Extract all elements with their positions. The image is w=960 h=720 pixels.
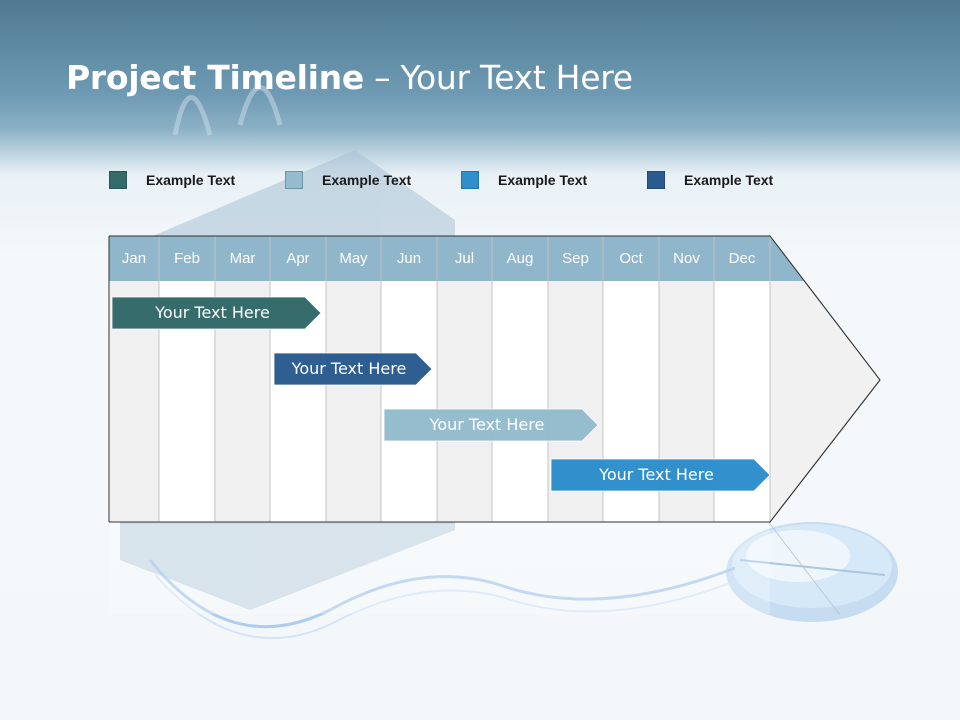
month-header-cell [548,236,603,281]
legend-label: Example Text [322,172,412,188]
month-header-cell [381,236,437,281]
month-band [381,281,437,522]
task-bar [550,458,771,492]
legend-label: Example Text [684,172,774,188]
task-bar [111,296,322,330]
month-label: Mar [229,250,256,267]
legend-swatch [109,171,127,189]
month-band [492,281,548,522]
task-bar-label: Your Text Here [599,465,714,484]
legend-swatch [285,171,303,189]
month-label: May [339,250,368,267]
month-header-cell [159,236,215,281]
month-label: Jun [396,250,422,267]
computer-mouse-icon [726,522,898,622]
month-label: Apr [286,250,310,267]
task-bar-label: Your Text Here [291,359,407,378]
month-header-cell [603,236,659,281]
legend-label: Example Text [498,172,588,188]
month-label: Feb [174,250,200,267]
page-title: Project Timeline – Your Text Here [66,58,633,97]
timeline-border [769,379,881,523]
month-header-cell [109,236,159,281]
title-bold: Project Timeline [66,58,364,97]
mouse-cable [148,559,736,629]
month-header-cell [270,236,326,281]
legend-label: Example Text [146,172,236,188]
month-header-cell [714,236,770,281]
month-label: Aug [506,250,534,267]
task-bar [273,352,433,386]
month-header-cell [437,236,492,281]
month-header-cell [492,236,548,281]
month-header-cell [326,236,381,281]
month-header-cell [659,236,714,281]
month-label: Jan [121,250,147,267]
legend-swatch [647,171,665,189]
title-rest: – Your Text Here [363,58,633,97]
timeline-reflection [109,524,770,614]
month-label: Nov [673,250,700,267]
month-label: Sep [562,250,589,267]
legend-swatch [461,171,479,189]
month-band [326,281,381,522]
month-header-cell [215,236,270,281]
task-bar-label: Your Text Here [155,303,270,322]
timeline-border [769,235,881,381]
month-band [437,281,492,522]
month-label: Jul [454,250,475,267]
month-label: Dec [728,250,756,267]
timeline-reflection-edge [769,523,841,616]
task-bar-label: Your Text Here [429,415,545,434]
task-bar [383,408,599,442]
month-label: Oct [619,250,643,267]
